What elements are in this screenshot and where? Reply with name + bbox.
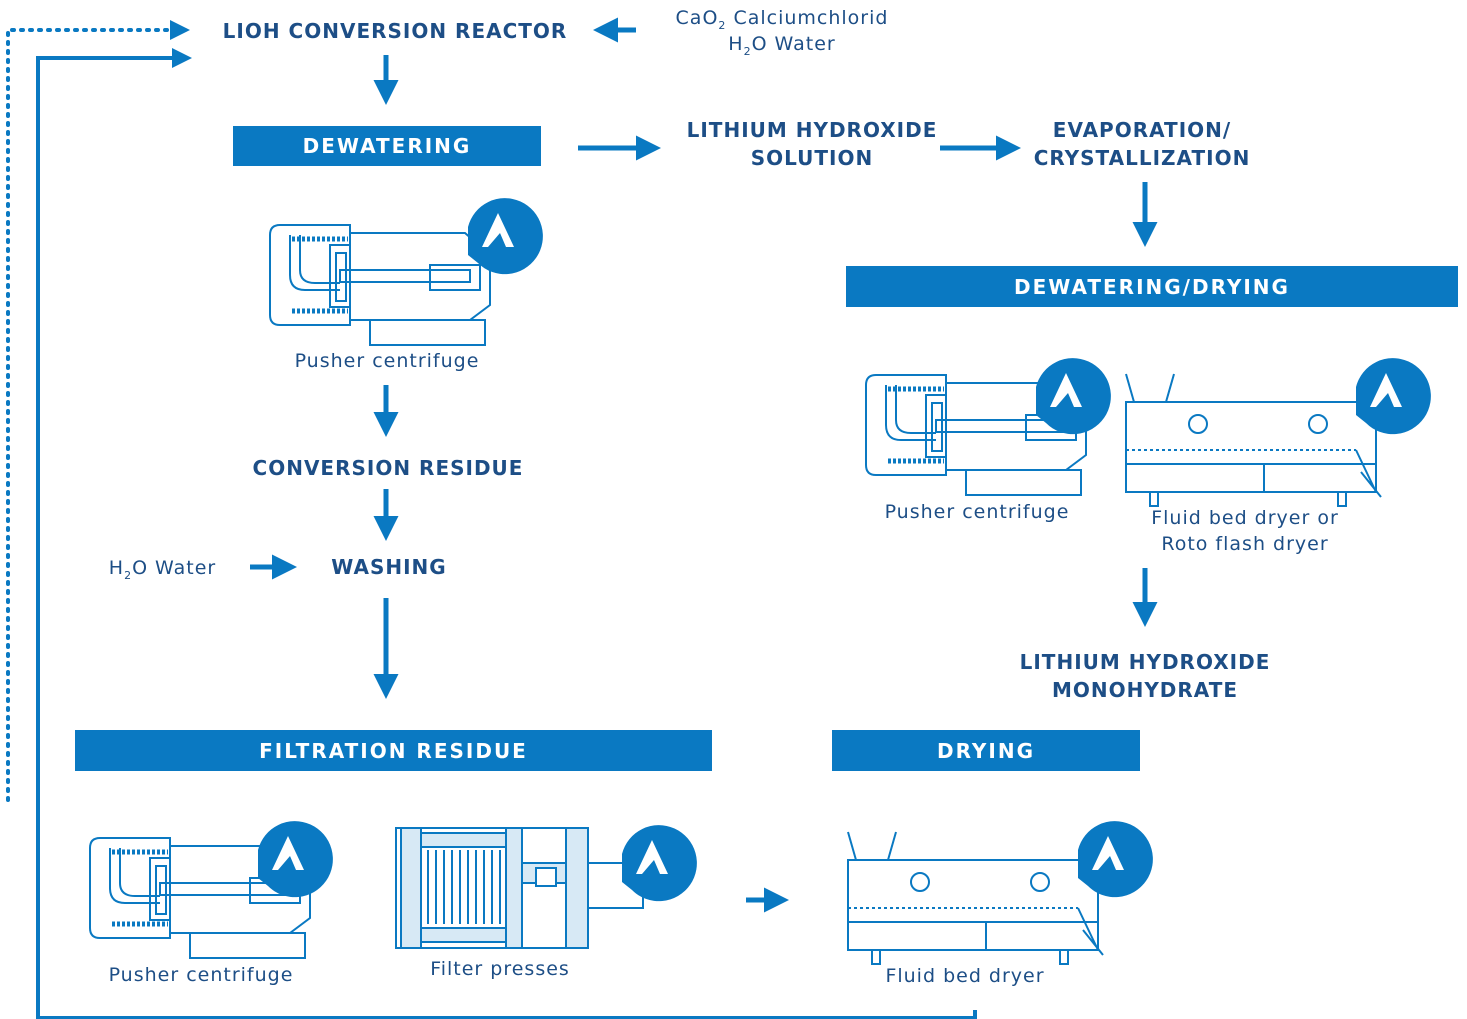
node-reactor: LIOH CONVERSION REACTOR (222, 19, 568, 43)
node-lioh-solution-line2: SOLUTION (750, 146, 874, 170)
node-washing: WASHING (331, 555, 447, 579)
node-lioh-monohydrate: LITHIUM HYDROXIDE MONOHYDRATE (1000, 648, 1290, 704)
caption-fluid-roto-dryer: Fluid bed dryer or Roto flash dryer (1120, 505, 1370, 557)
recycle-dotted-line (6, 20, 190, 802)
node-lioh-monohydrate-line2: MONOHYDRATE (1051, 678, 1239, 702)
washing-input-water-pre: H (108, 557, 125, 579)
node-drying: DRYING (832, 730, 1140, 771)
brand-marker-icon (258, 821, 333, 898)
caption-pusher-centrifuge-2: Pusher centrifuge (884, 501, 1070, 523)
brand-marker-icon (468, 198, 543, 275)
caption-fluid-bed-dryer: Fluid bed dryer (885, 965, 1045, 987)
washing-input-water-sub: 2 (124, 569, 133, 582)
node-dewatering-drying: DEWATERING/DRYING (846, 266, 1458, 307)
reactor-input-water-pre: H (728, 33, 744, 55)
brand-marker-icon (622, 825, 697, 902)
washing-input-water: H2O Water (90, 555, 235, 584)
caption-fluid-roto-line1: Fluid bed dryer or (1151, 507, 1339, 529)
washing-input-water-post: O Water (132, 557, 217, 579)
node-lioh-monohydrate-line1: LITHIUM HYDROXIDE (1019, 650, 1271, 674)
node-evaporation: EVAPORATION/ CRYSTALLIZATION (1022, 116, 1262, 172)
filter-press-icon (395, 827, 644, 949)
reactor-input-calcium-sub: 2 (718, 19, 727, 32)
brand-marker-icon (1078, 821, 1153, 898)
fluid-bed-dryer-icon (847, 831, 1104, 965)
node-conversion-residue: CONVERSION RESIDUE (252, 456, 524, 480)
brand-marker-icon (1036, 358, 1111, 435)
reactor-input-calcium-post: Calciumchlorid (726, 7, 889, 29)
node-dewatering: DEWATERING (233, 126, 541, 166)
reactor-input-water-post: O Water (751, 33, 836, 55)
reactor-input-calcium-pre: CaO (675, 7, 719, 29)
node-lioh-solution: LITHIUM HYDROXIDE SOLUTION (670, 116, 954, 172)
caption-fluid-roto-line2: Roto flash dryer (1161, 533, 1329, 555)
reactor-input-calcium: CaO2 Calciumchlorid (652, 5, 912, 34)
caption-filter-presses: Filter presses (430, 958, 570, 980)
pusher-centrifuge-icon (270, 225, 490, 345)
reactor-input-water: H2O Water (652, 31, 912, 60)
node-filtration-residue: FILTRATION RESIDUE (75, 730, 712, 771)
node-evaporation-line2: CRYSTALLIZATION (1033, 146, 1251, 170)
recycle-solid-line (36, 48, 977, 1019)
fluid-bed-dryer-icon (1125, 373, 1382, 507)
reactor-input-water-sub: 2 (743, 45, 752, 58)
caption-pusher-centrifuge-1: Pusher centrifuge (294, 350, 480, 372)
node-evaporation-line1: EVAPORATION/ (1052, 118, 1232, 142)
node-lioh-solution-line1: LITHIUM HYDROXIDE (686, 118, 938, 142)
brand-marker-icon (1356, 358, 1431, 435)
caption-pusher-centrifuge-3: Pusher centrifuge (108, 964, 294, 986)
